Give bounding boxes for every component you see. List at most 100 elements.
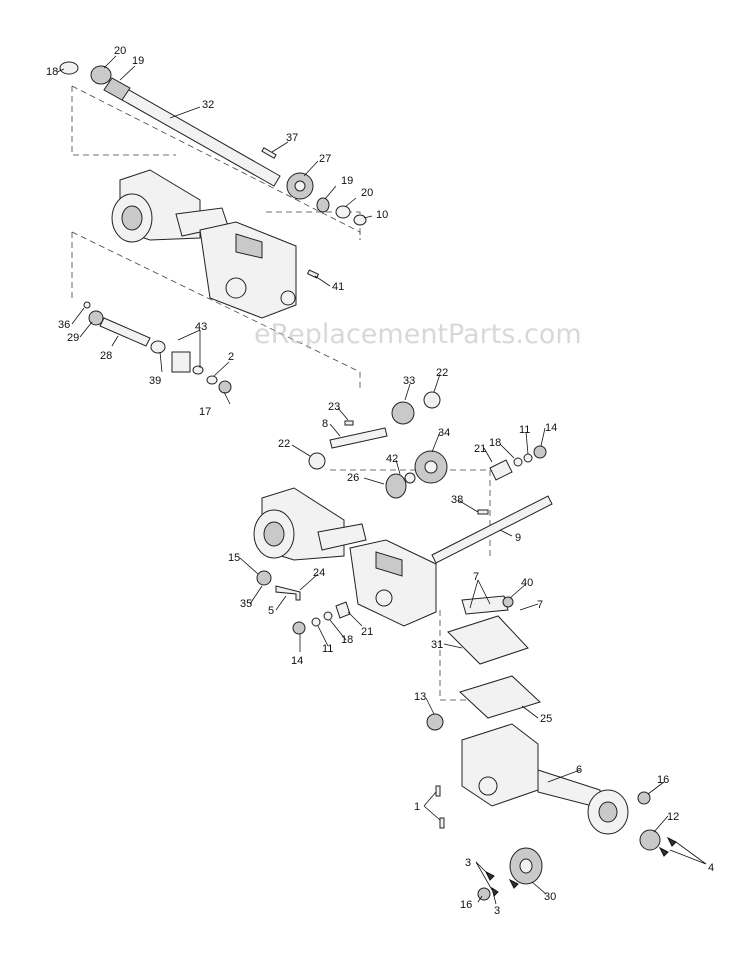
nut-part-43b: [192, 365, 204, 375]
callout-11: 11: [519, 424, 530, 436]
shaft-part-9: [431, 495, 553, 564]
shaft-part-28: [99, 317, 151, 347]
callout-40: 40: [521, 577, 533, 589]
washer-part-11: [523, 453, 533, 463]
seal-part-16: [637, 791, 651, 805]
callout-18: 18: [46, 66, 58, 78]
callout-2: 2: [228, 351, 234, 363]
nut-part-14: [533, 445, 547, 459]
bolts-part-7: [461, 595, 509, 615]
callout-3b: 3: [494, 905, 500, 917]
upper-transaxle: [59, 61, 367, 394]
callout-18b: 18: [489, 437, 501, 449]
ring-part-18: [59, 61, 79, 75]
callout-23: 23: [328, 401, 340, 413]
callout-42: 42: [386, 453, 398, 465]
callout-14: 14: [545, 422, 557, 434]
callout-35: 35: [240, 598, 252, 610]
callout-39: 39: [149, 375, 161, 387]
leader-lines: [56, 55, 707, 905]
nut-part-17: [218, 380, 232, 394]
callout-22: 22: [436, 367, 448, 379]
callout-6: 6: [576, 764, 582, 776]
bolts-part-3: [484, 870, 519, 897]
callout-25: 25: [540, 713, 552, 725]
callout-24: 24: [313, 567, 325, 579]
gear-part-33: [391, 401, 415, 425]
shaft-part-32: [107, 81, 281, 187]
callout-1: 1: [414, 801, 420, 813]
callout-14b: 14: [291, 655, 303, 667]
callout-28: 28: [100, 350, 112, 362]
callout-11b: 11: [322, 643, 333, 655]
callout-16: 16: [657, 774, 669, 786]
seal-part-13: [426, 713, 444, 731]
shaft-part-8: [329, 427, 388, 449]
gasket-part-25: [459, 675, 541, 719]
washer-part-11b: [311, 617, 321, 627]
callout-29: 29: [67, 332, 79, 344]
cap-part-12: [639, 829, 661, 851]
gear-part-19: [103, 77, 131, 101]
callout-22b: 22: [278, 438, 290, 450]
callout-9: 9: [515, 532, 521, 544]
callout-5: 5: [268, 605, 274, 617]
bushing-part-43: [171, 351, 191, 373]
callout-12: 12: [667, 811, 679, 823]
plug-part-40: [502, 596, 514, 608]
callout-30: 30: [544, 891, 556, 903]
callout-31: 31: [431, 639, 443, 651]
callout-3: 3: [465, 857, 471, 869]
callout-7: 7: [473, 571, 479, 583]
shift-lever-part-24: [275, 585, 301, 601]
washer-part-42: [404, 472, 416, 484]
callout-34: 34: [438, 427, 450, 439]
washer-part-18b: [323, 611, 333, 621]
seal-part-16b: [477, 887, 491, 901]
gear-part-19b: [316, 197, 330, 213]
key-part-23: [344, 420, 354, 426]
callout-13: 13: [414, 691, 426, 703]
dowel-part-1a: [435, 785, 441, 797]
callout-26: 26: [347, 472, 359, 484]
washer-part-39: [150, 340, 166, 354]
callout-36: 36: [58, 319, 70, 331]
pin-part-36: [83, 301, 91, 309]
callout-18c: 18: [341, 634, 353, 646]
ring-part-10: [353, 214, 367, 226]
callout-20b: 20: [361, 187, 373, 199]
callout-16b: 16: [460, 899, 472, 911]
callout-19b: 19: [341, 175, 353, 187]
callout-33: 33: [403, 375, 415, 387]
callout-27: 27: [319, 153, 331, 165]
bearing-part-22b: [308, 452, 326, 470]
callout-labels: 18 20 19 32 37 27 19 20 10 41 36 29 28 4…: [46, 45, 714, 917]
gear-part-26: [385, 473, 407, 499]
callout-38: 38: [451, 494, 463, 506]
dowel-part-1b: [439, 817, 445, 829]
callout-15: 15: [228, 552, 240, 564]
lower-transaxle: [426, 595, 677, 901]
bushing-part-21: [489, 459, 513, 481]
callout-43: 43: [195, 321, 207, 333]
screw-part-41: [306, 269, 320, 279]
callout-32: 32: [202, 99, 214, 111]
key-part-38: [477, 509, 489, 515]
bolts-part-4: [658, 836, 677, 857]
callout-17: 17: [199, 406, 211, 418]
callout-4: 4: [708, 862, 714, 874]
callout-7b: 7: [537, 599, 543, 611]
callout-8: 8: [322, 418, 328, 430]
cover-part-31: [447, 615, 529, 665]
middle-transaxle: [253, 391, 553, 635]
gearbox-housing-lower: [461, 723, 539, 807]
callout-37: 37: [286, 132, 298, 144]
bearing-part-20: [90, 65, 112, 85]
detent-part-15: [256, 570, 272, 586]
washer-part-18: [513, 457, 523, 467]
callout-21b: 21: [361, 626, 373, 638]
callout-20: 20: [114, 45, 126, 57]
callout-19: 19: [132, 55, 144, 67]
